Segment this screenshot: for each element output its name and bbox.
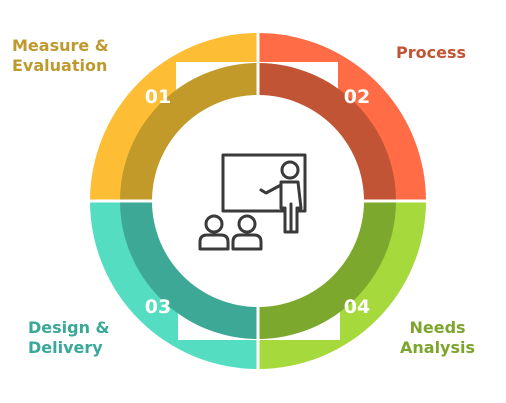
segment-03: 03 bbox=[90, 201, 258, 369]
label-line: Evaluation bbox=[12, 56, 108, 75]
label-design-delivery: Design & Delivery bbox=[28, 318, 110, 358]
segment-01-inner bbox=[120, 63, 258, 201]
segment-04-number: 04 bbox=[344, 296, 370, 318]
label-measure-evaluation: Measure & Evaluation bbox=[12, 36, 109, 76]
label-line: Analysis bbox=[400, 338, 476, 357]
segment-02-number: 02 bbox=[344, 86, 370, 108]
label-line: Measure & bbox=[12, 36, 109, 55]
label-line: Design & bbox=[28, 318, 110, 337]
segment-03-inner bbox=[120, 201, 258, 339]
teacher-presentation-icon bbox=[198, 153, 307, 251]
segment-02: 02 bbox=[258, 33, 426, 201]
label-process: Process bbox=[396, 43, 466, 63]
segment-03-number: 03 bbox=[145, 296, 171, 318]
label-line: Delivery bbox=[28, 338, 103, 357]
label-line: Needs bbox=[409, 318, 466, 337]
segment-01-number: 01 bbox=[145, 86, 171, 108]
segment-02-inner bbox=[258, 63, 396, 201]
label-needs-analysis: Needs Analysis bbox=[400, 318, 475, 358]
segment-01: 01 bbox=[90, 33, 258, 201]
label-line: Process bbox=[396, 43, 466, 62]
segment-04-inner bbox=[258, 201, 396, 339]
segment-04: 04 bbox=[258, 201, 426, 369]
center-circle bbox=[160, 103, 356, 299]
